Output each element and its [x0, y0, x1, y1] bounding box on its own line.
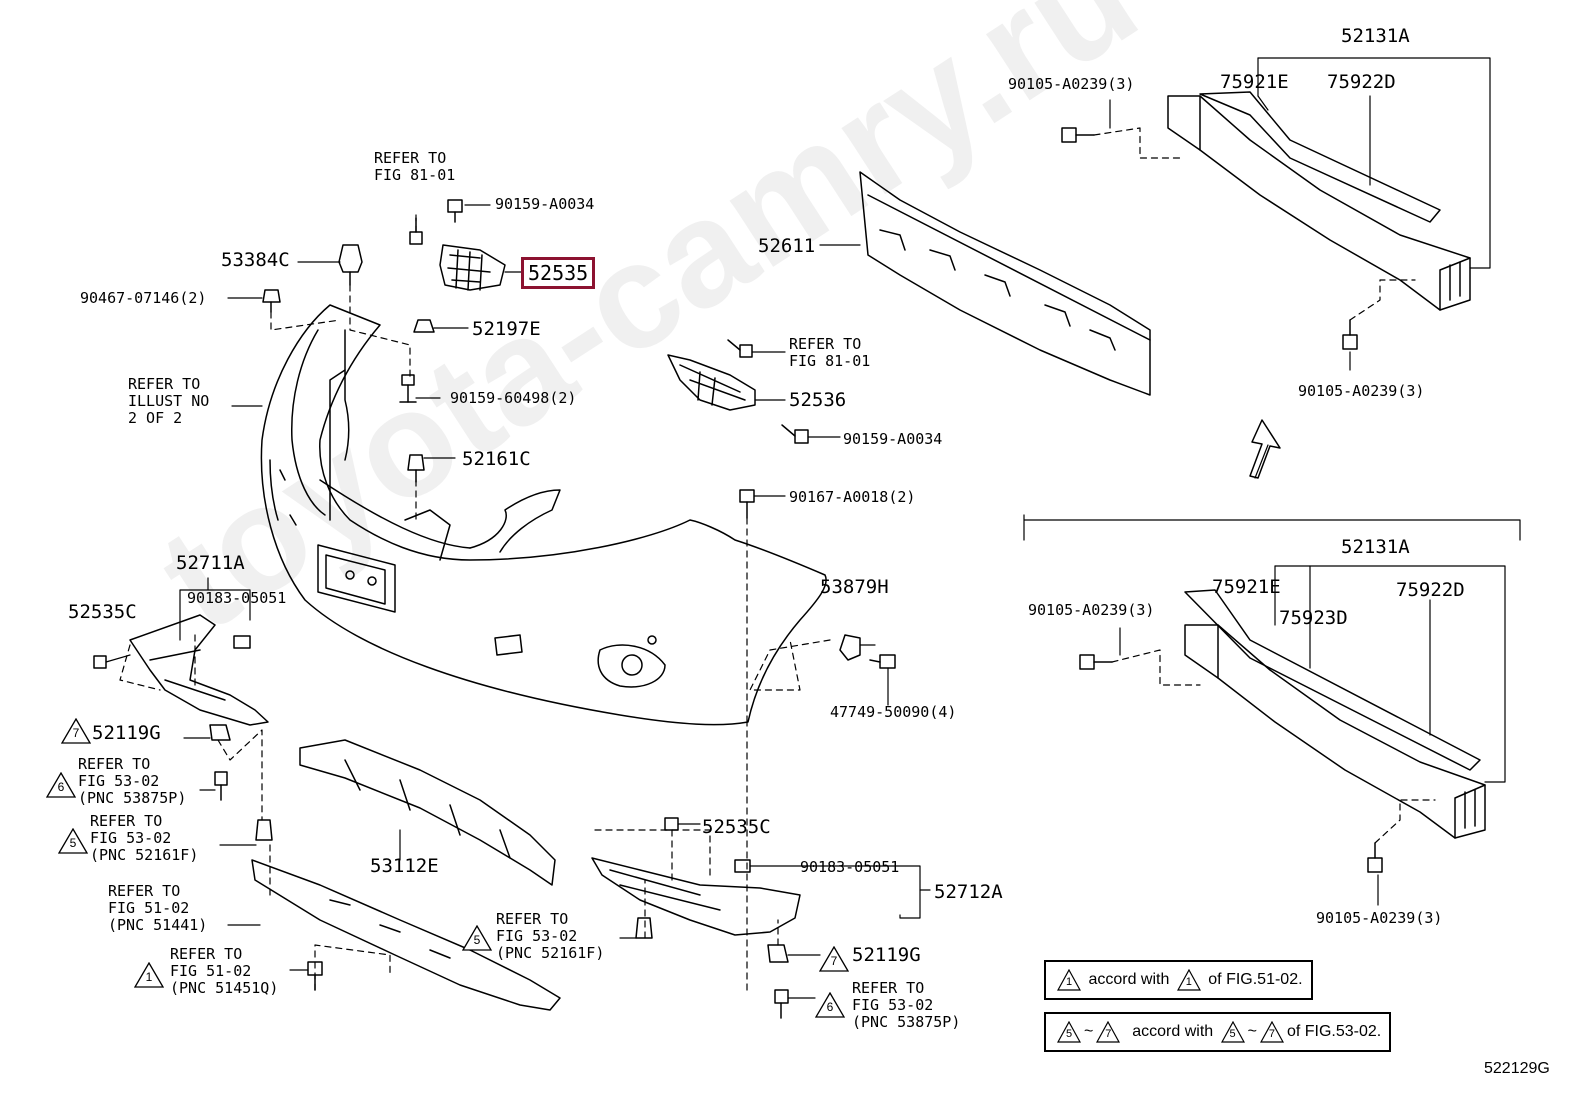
reinforcement-top — [1167, 91, 1471, 311]
label-refer-51-02-51441[interactable]: REFER TO FIG 51-02 (PNC 51441) — [108, 882, 208, 934]
legend-text: accord with — [1132, 1023, 1214, 1040]
triangle-marker: 1 — [1057, 968, 1081, 991]
leader-lines — [105, 57, 1521, 999]
label-refer-53-02-53875p-left[interactable]: REFER TO FIG 53-02 (PNC 53875P) — [78, 755, 187, 807]
triangle-marker: 7 — [1096, 1020, 1121, 1043]
part-53112e[interactable]: 53112E — [370, 855, 439, 877]
part-52119g-right[interactable]: 52119G — [852, 944, 921, 966]
part-52535c-right[interactable]: 52535C — [702, 816, 771, 838]
absorber-52611 — [859, 171, 1151, 396]
part-52536[interactable]: 52536 — [789, 389, 847, 411]
part-90467-07146[interactable]: 90467-07146(2) — [80, 289, 207, 307]
label-refer-51-02-51451q[interactable]: REFER TO FIG 51-02 (PNC 51451Q) — [170, 945, 279, 997]
label-refer-81-01-right[interactable]: REFER TO FIG 81-01 — [789, 335, 871, 370]
part-75922d-bottom[interactable]: 75922D — [1396, 579, 1465, 601]
part-75922d-top[interactable]: 75922D — [1327, 71, 1396, 93]
part-75921e-bottom[interactable]: 75921E — [1212, 576, 1281, 598]
triangle-marker: 1 — [1176, 968, 1201, 991]
bumper-cover — [260, 304, 827, 726]
triangle-marker: 7 — [1259, 1020, 1284, 1043]
part-90159-a0034-top[interactable]: 90159-A0034 — [495, 195, 595, 213]
part-90183-05051-right[interactable]: 90183-05051 — [800, 858, 900, 876]
part-90183-05051-left[interactable]: 90183-05051 — [187, 589, 287, 607]
triangle-marker: 5 — [462, 925, 492, 951]
part-52131a-bottom[interactable]: 52131A — [1341, 536, 1410, 558]
part-52197e[interactable]: 52197E — [472, 318, 541, 340]
label-refer-53-02-52161f-mid[interactable]: REFER TO FIG 53-02 (PNC 52161F) — [496, 910, 605, 962]
part-52119g-left[interactable]: 52119G — [92, 722, 161, 744]
triangle-marker: 7 — [819, 946, 849, 972]
part-90159-60498[interactable]: 90159-60498(2) — [450, 389, 577, 407]
part-75923d[interactable]: 75923D — [1279, 607, 1348, 629]
bracket-52536 — [667, 354, 756, 411]
part-52131a-top[interactable]: 52131A — [1341, 25, 1410, 47]
part-90105-a0239-bottom-bottom[interactable]: 90105-A0239(3) — [1316, 909, 1443, 927]
bracket-52535 — [439, 244, 506, 291]
part-90167-a0018[interactable]: 90167-A0018(2) — [789, 488, 916, 506]
legend-separator: ~ — [1247, 1023, 1257, 1040]
part-90105-a0239-top-bottom[interactable]: 90105-A0239(3) — [1298, 382, 1425, 400]
legend-text: of FIG.53-02. — [1286, 1023, 1382, 1040]
lower-parts — [129, 614, 801, 1011]
part-53879h[interactable]: 53879H — [820, 576, 889, 598]
part-90105-a0239-bottom-left[interactable]: 90105-A0239(3) — [1028, 601, 1155, 619]
legend-row-1: 1 accord with 1 of FIG.51-02. — [1044, 960, 1313, 1000]
legend-text: accord with — [1088, 971, 1170, 988]
triangle-marker: 6 — [46, 772, 76, 798]
triangle-marker: 5 — [58, 828, 88, 854]
part-52535c-left[interactable]: 52535C — [68, 601, 137, 623]
part-47749-50090[interactable]: 47749-50090(4) — [830, 703, 957, 721]
part-52712a[interactable]: 52712A — [934, 881, 1003, 903]
triangle-marker: 1 — [134, 962, 164, 988]
part-90105-a0239-top-left[interactable]: 90105-A0239(3) — [1008, 75, 1135, 93]
figure-id: 522129G — [1484, 1060, 1550, 1077]
part-90159-a0034-right[interactable]: 90159-A0034 — [843, 430, 943, 448]
triangle-marker: 5 — [1057, 1020, 1081, 1043]
triangle-marker: 5 — [1220, 1020, 1245, 1043]
label-refer-53-02-52161f-left[interactable]: REFER TO FIG 53-02 (PNC 52161F) — [90, 812, 199, 864]
triangle-marker: 6 — [815, 992, 845, 1018]
part-52535-highlighted[interactable]: 52535 — [521, 257, 596, 289]
legend-text: of FIG.51-02. — [1208, 971, 1303, 988]
part-53384c[interactable]: 53384C — [221, 249, 290, 271]
triangle-marker: 7 — [61, 718, 91, 744]
part-52611[interactable]: 52611 — [758, 235, 816, 257]
part-52711a[interactable]: 52711A — [176, 552, 245, 574]
dashed-lines — [119, 127, 1436, 991]
up-arrow — [1249, 419, 1281, 479]
legend-separator: ~ — [1084, 1023, 1094, 1040]
label-refer-53-02-53875p-right[interactable]: REFER TO FIG 53-02 (PNC 53875P) — [852, 979, 961, 1031]
reinforcement-bottom — [1184, 589, 1486, 839]
label-refer-illust[interactable]: REFER TO ILLUST NO 2 OF 2 — [128, 375, 210, 427]
part-75921e-top[interactable]: 75921E — [1220, 71, 1289, 93]
label-refer-81-01-top[interactable]: REFER TO FIG 81-01 — [374, 149, 456, 184]
part-52161c[interactable]: 52161C — [462, 448, 531, 470]
